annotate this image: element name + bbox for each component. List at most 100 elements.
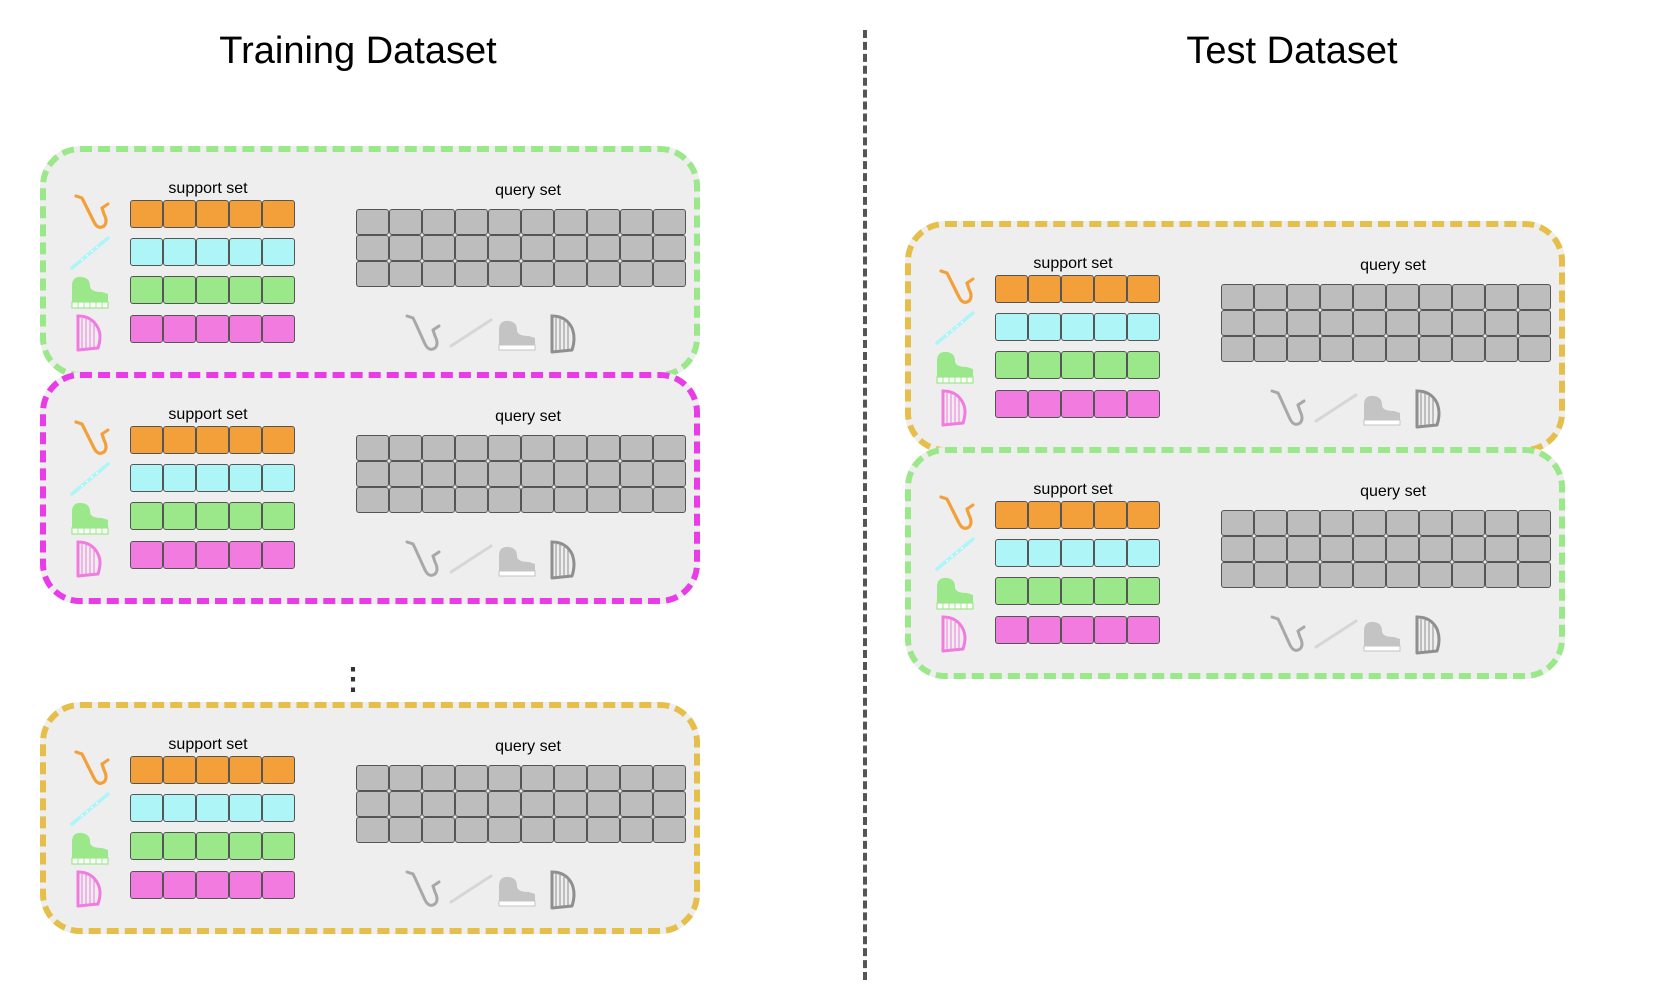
piano-icon bbox=[933, 573, 977, 613]
support-row bbox=[995, 351, 1160, 379]
support-sample bbox=[1094, 390, 1127, 418]
query-sample bbox=[455, 261, 488, 287]
flute-icon bbox=[68, 458, 112, 498]
query-sample bbox=[521, 235, 554, 261]
support-sample bbox=[196, 315, 229, 343]
query-sample bbox=[653, 261, 686, 287]
saxophone-icon bbox=[68, 192, 112, 232]
test-heading: Test Dataset bbox=[1186, 30, 1398, 72]
support-sample bbox=[229, 464, 262, 492]
support-sample bbox=[163, 794, 196, 822]
support-sample bbox=[995, 313, 1028, 341]
query-sample bbox=[1485, 336, 1518, 362]
query-sample bbox=[389, 435, 422, 461]
piano-icon bbox=[68, 272, 112, 312]
support-sample bbox=[1028, 351, 1061, 379]
support-sample bbox=[262, 794, 295, 822]
query-sample bbox=[1452, 284, 1485, 310]
support-row bbox=[130, 541, 295, 569]
query-sample bbox=[1287, 510, 1320, 536]
query-sample bbox=[1419, 536, 1452, 562]
support-row bbox=[130, 464, 295, 492]
query-sample bbox=[1419, 562, 1452, 588]
query-sample bbox=[422, 461, 455, 487]
query-sample bbox=[1386, 536, 1419, 562]
support-set-label: support set bbox=[1033, 255, 1113, 272]
query-sample bbox=[1518, 536, 1551, 562]
support-sample bbox=[229, 756, 262, 784]
query-sample bbox=[1452, 310, 1485, 336]
ellipsis: ⋮ bbox=[338, 663, 368, 696]
query-sample bbox=[1485, 284, 1518, 310]
query-sample bbox=[1386, 562, 1419, 588]
query-sample bbox=[356, 261, 389, 287]
support-sample bbox=[196, 426, 229, 454]
saxophone-icon bbox=[933, 267, 977, 307]
support-sample bbox=[130, 832, 163, 860]
support-sample bbox=[1127, 275, 1160, 303]
query-sample bbox=[356, 791, 389, 817]
query-sample bbox=[620, 435, 653, 461]
query-sample bbox=[488, 765, 521, 791]
query-sample bbox=[422, 209, 455, 235]
support-sample bbox=[163, 200, 196, 228]
query-sample bbox=[1320, 336, 1353, 362]
support-sample bbox=[1028, 616, 1061, 644]
support-sample bbox=[1061, 539, 1094, 567]
support-sample bbox=[1127, 577, 1160, 605]
support-sample bbox=[995, 616, 1028, 644]
query-sample bbox=[1320, 510, 1353, 536]
query-sample bbox=[587, 461, 620, 487]
support-sample bbox=[1061, 577, 1094, 605]
support-sample bbox=[995, 577, 1028, 605]
query-sample bbox=[455, 209, 488, 235]
query-sample bbox=[1254, 336, 1287, 362]
query-grid bbox=[1221, 284, 1551, 362]
support-sample bbox=[995, 275, 1028, 303]
query-sample bbox=[422, 817, 455, 843]
query-sample bbox=[653, 435, 686, 461]
query-sample bbox=[356, 765, 389, 791]
support-sample bbox=[1028, 501, 1061, 529]
support-sample bbox=[1061, 616, 1094, 644]
query-sample bbox=[587, 765, 620, 791]
support-set-label: support set bbox=[1033, 481, 1113, 498]
query-sample bbox=[389, 817, 422, 843]
support-sample bbox=[163, 276, 196, 304]
support-row bbox=[130, 502, 295, 530]
query-sample bbox=[1485, 510, 1518, 536]
support-sample bbox=[130, 794, 163, 822]
support-sample bbox=[262, 502, 295, 530]
support-sample bbox=[262, 238, 295, 266]
query-sample bbox=[1452, 510, 1485, 536]
query-sample bbox=[1518, 336, 1551, 362]
query-sample bbox=[389, 791, 422, 817]
harp-icon bbox=[933, 613, 977, 653]
query-sample bbox=[1452, 336, 1485, 362]
query-sample bbox=[554, 435, 587, 461]
support-row bbox=[130, 426, 295, 454]
support-row bbox=[995, 539, 1160, 567]
piano-icon bbox=[933, 347, 977, 387]
query-sample bbox=[488, 261, 521, 287]
support-sample bbox=[196, 794, 229, 822]
query-sample bbox=[620, 791, 653, 817]
query-set-label: query set bbox=[1360, 483, 1426, 500]
query-sample bbox=[422, 261, 455, 287]
support-sample bbox=[196, 276, 229, 304]
query-sample bbox=[620, 261, 653, 287]
query-sample bbox=[653, 461, 686, 487]
support-sample bbox=[196, 464, 229, 492]
support-sample bbox=[229, 426, 262, 454]
query-sample bbox=[521, 461, 554, 487]
query-sample bbox=[620, 765, 653, 791]
query-sample bbox=[422, 791, 455, 817]
query-sample bbox=[488, 461, 521, 487]
support-sample bbox=[1127, 313, 1160, 341]
support-row bbox=[130, 315, 295, 343]
support-sample bbox=[130, 871, 163, 899]
support-row bbox=[130, 794, 295, 822]
flute-icon bbox=[933, 307, 977, 347]
harp-icon bbox=[68, 312, 112, 352]
